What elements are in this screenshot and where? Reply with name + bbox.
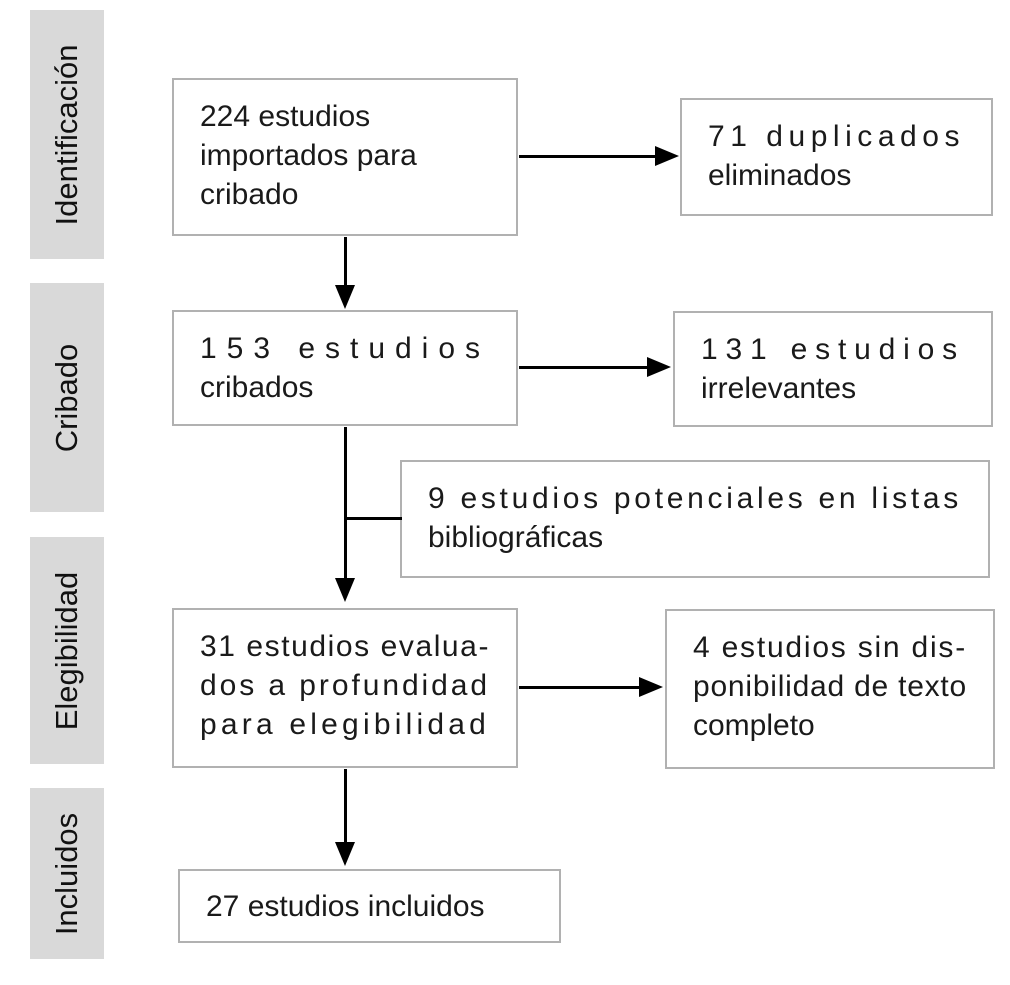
box-included-line-1: 27 estudios incluidos (206, 889, 485, 923)
arrow-imported-to-screened-head (335, 285, 355, 309)
box-assessed-line-2: dos a profundidad (200, 669, 490, 702)
box-bibliographic: 9 estudios potenciales en listas bibliog… (400, 460, 990, 578)
box-imported-line-2: importados para (200, 139, 417, 172)
box-screened: 153 estudios cribados (172, 310, 518, 426)
box-duplicates: 71 duplicados eliminados (680, 98, 993, 216)
stage-band-identificacion: Identificación (30, 10, 104, 259)
box-duplicates-line-1: 71 duplicados (708, 120, 965, 153)
box-screened-line-1: 153 estudios (200, 332, 490, 365)
arrow-imported-to-screened-line (344, 237, 347, 287)
arrow-imported-to-duplicates-head (655, 146, 679, 166)
box-irrelevant: 131 estudios irrelevantes (673, 311, 993, 427)
box-bibliographic-line-2: bibliográficas (428, 521, 604, 554)
arrow-assessed-to-included-line (344, 769, 347, 844)
arrow-assessed-to-included-head (335, 842, 355, 866)
arrow-assessed-to-no-fulltext-line (519, 686, 641, 689)
box-irrelevant-line-2: irrelevantes (701, 372, 857, 405)
box-irrelevant-line-1: 131 estudios (701, 333, 965, 366)
box-no-fulltext: 4 estudios sin dis- ponibilidad de texto… (665, 609, 995, 769)
box-screened-line-2: cribados (200, 371, 314, 404)
box-no-fulltext-line-3: completo (693, 709, 815, 742)
box-no-fulltext-line-2: ponibilidad de texto (693, 670, 967, 703)
box-bibliographic-line-1: 9 estudios potenciales en listas (428, 482, 962, 515)
connector-bibliographic-stub (345, 517, 402, 520)
stage-label-identificacion: Identificación (49, 44, 84, 225)
arrow-screened-to-irrelevant-line (519, 366, 649, 369)
box-imported-line-3: cribado (200, 178, 299, 211)
stage-label-cribado: Cribado (49, 343, 84, 452)
stage-band-elegibilidad: Elegibilidad (30, 537, 104, 764)
box-assessed-line-3: para elegibilidad (200, 708, 490, 741)
arrow-assessed-to-no-fulltext-head (639, 677, 663, 697)
box-imported: 224 estudios importados para cribado (172, 78, 518, 236)
arrow-screened-to-irrelevant-head (647, 357, 671, 377)
stage-label-incluidos: Incluidos (49, 812, 84, 935)
box-imported-line-1: 224 estudios (200, 100, 371, 133)
stage-band-incluidos: Incluidos (30, 788, 104, 959)
stage-label-elegibilidad: Elegibilidad (49, 571, 84, 730)
arrow-imported-to-duplicates-line (519, 155, 657, 158)
box-included: 27 estudios incluidos (178, 869, 561, 943)
arrow-screened-to-assessed-line (344, 427, 347, 579)
stage-band-cribado: Cribado (30, 283, 104, 512)
arrow-screened-to-assessed-head (335, 578, 355, 602)
box-duplicates-line-2: eliminados (708, 159, 852, 192)
box-assessed-line-1: 31 estudios evalua- (200, 630, 490, 663)
box-assessed: 31 estudios evalua- dos a profundidad pa… (172, 608, 518, 768)
box-no-fulltext-line-1: 4 estudios sin dis- (693, 631, 967, 664)
